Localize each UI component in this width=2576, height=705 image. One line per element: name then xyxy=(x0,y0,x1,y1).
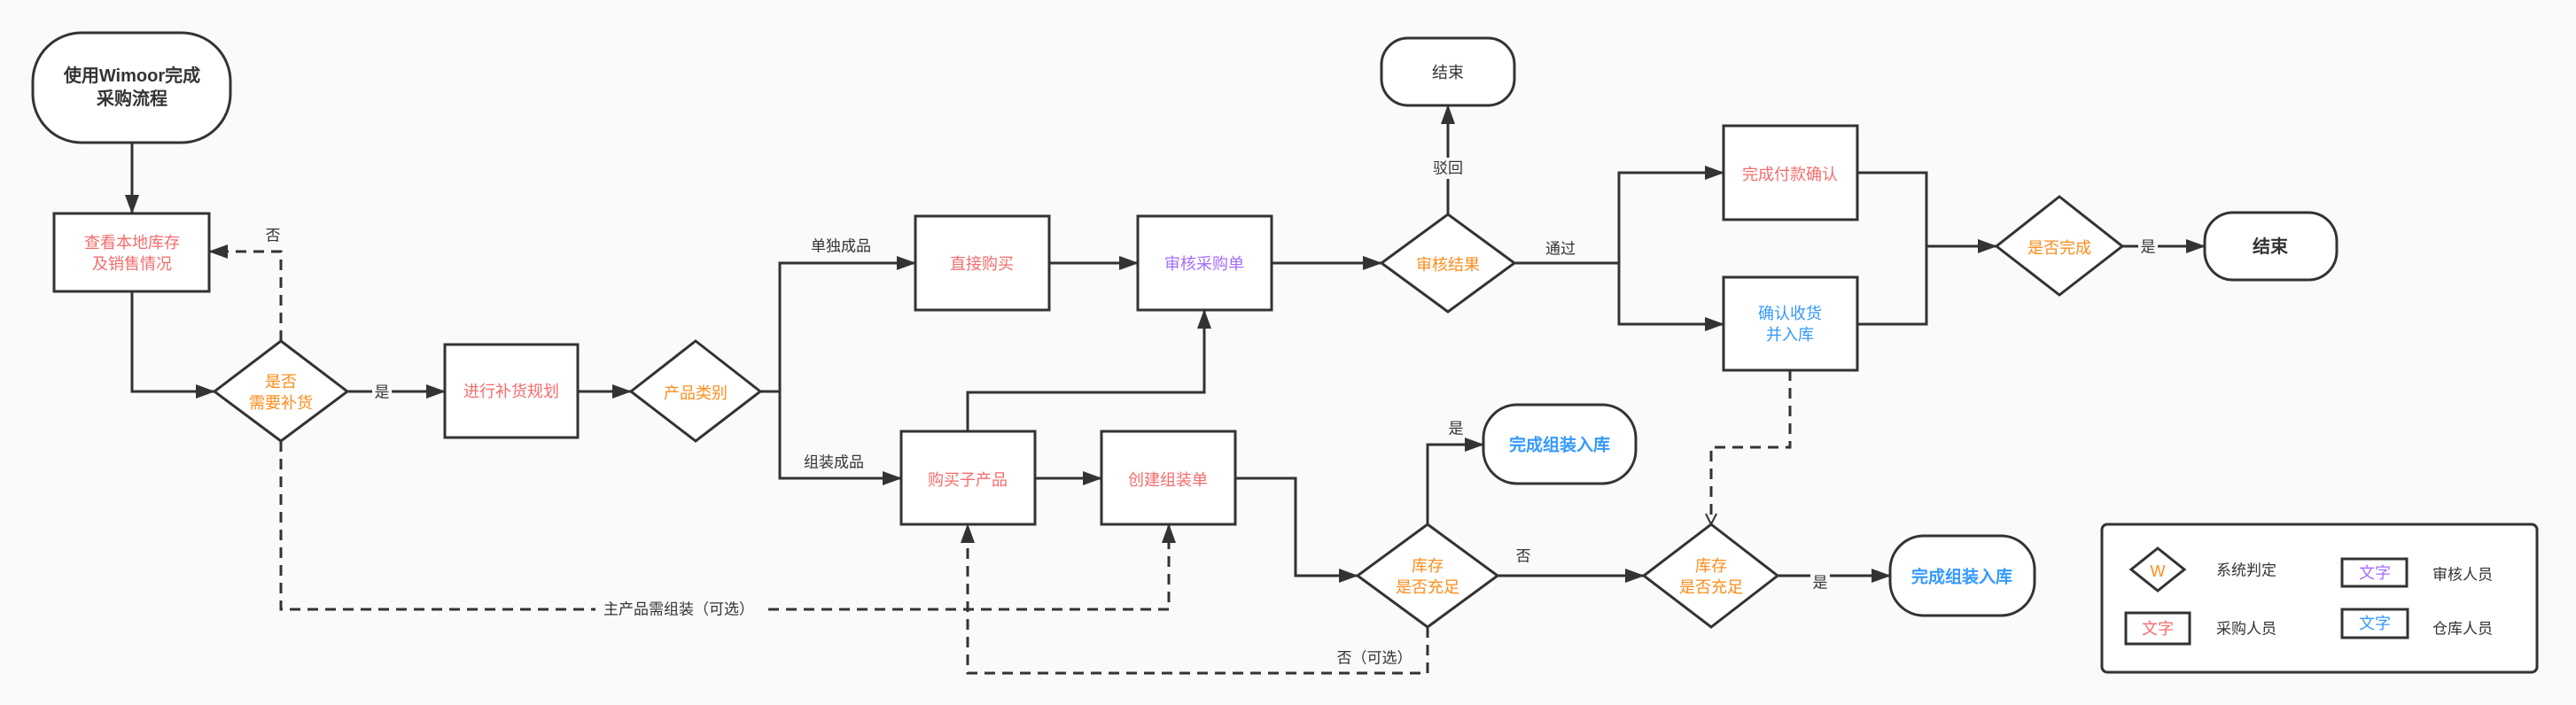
node-review-result: 审核结果 xyxy=(1379,213,1517,314)
label-approved: 通过 xyxy=(1545,241,1576,258)
label-yes: 是 xyxy=(375,384,390,401)
edge-approved-receipt xyxy=(1617,263,1724,331)
svg-text:采购流程: 采购流程 xyxy=(97,88,167,109)
node-restock-plan: 进行补货规划 xyxy=(443,343,580,439)
label-no-optional: 否（可选） xyxy=(1337,650,1413,667)
edge-receipt-stock2 xyxy=(1711,370,1792,524)
svg-text:文字: 文字 xyxy=(2359,564,2391,582)
edge-merge xyxy=(1857,171,1928,326)
node-stock-sufficient-1: 库存 是否充足 xyxy=(1355,523,1500,629)
node-end: 结束 xyxy=(2203,211,2339,282)
svg-text:是否: 是否 xyxy=(265,373,297,391)
svg-text:购买子产品: 购买子产品 xyxy=(928,471,1008,489)
node-assembly-done-1: 完成组装入库 xyxy=(1482,403,1638,485)
legend-purchaser-label: 采购人员 xyxy=(2216,621,2276,638)
edge-no-optional xyxy=(961,523,1429,675)
node-stock-sufficient-2: 库存 是否充足 xyxy=(1641,523,1780,629)
node-assembly-done-2: 完成组装入库 xyxy=(1888,534,2036,617)
svg-text:结束: 结束 xyxy=(1432,64,1464,81)
label-yes-stock: 是 xyxy=(1449,421,1464,438)
svg-text:进行补货规划: 进行补货规划 xyxy=(463,383,559,400)
svg-text:需要补货: 需要补货 xyxy=(249,394,313,412)
svg-text:库存: 库存 xyxy=(1695,557,1727,575)
svg-text:是否充足: 是否充足 xyxy=(1396,578,1459,596)
label-rejected: 驳回 xyxy=(1433,160,1463,177)
edge-single-product xyxy=(760,256,916,393)
node-create-assembly: 创建组装单 xyxy=(1100,430,1237,526)
svg-text:及销售情况: 及销售情况 xyxy=(92,255,172,273)
node-confirm-payment: 完成付款确认 xyxy=(1722,124,1859,221)
node-start: 使用Wimoor完成 采购流程 xyxy=(31,31,232,144)
edge-no-restock xyxy=(208,244,283,341)
svg-text:使用Wimoor完成: 使用Wimoor完成 xyxy=(63,65,200,86)
svg-text:结束: 结束 xyxy=(2253,236,2289,257)
svg-text:完成组装入库: 完成组装入库 xyxy=(1509,435,1610,455)
label-single-product: 单独成品 xyxy=(811,238,871,255)
svg-text:库存: 库存 xyxy=(1412,557,1444,575)
node-product-type: 产品类别 xyxy=(628,339,763,443)
legend: W 系统判定 文字 审核人员 文字 采购人员 文字 仓库人员 xyxy=(2100,523,2539,674)
node-buy-sub-products: 购买子产品 xyxy=(899,430,1037,526)
label-no: 否 xyxy=(266,228,281,244)
svg-text:审核结果: 审核结果 xyxy=(1416,256,1480,274)
svg-text:确认收货: 确认收货 xyxy=(1758,305,1822,322)
node-is-complete: 是否完成 xyxy=(1994,195,2125,297)
svg-text:W: W xyxy=(2151,562,2166,580)
svg-text:完成付款确认: 完成付款确认 xyxy=(1742,166,1838,183)
legend-diamond-icon xyxy=(2129,546,2187,593)
node-check-stock: 查看本地库存 及销售情况 xyxy=(52,212,211,293)
node-review-po: 审核采购单 xyxy=(1136,214,1273,312)
edge-labels: 否 是 单独成品 组装成品 驳回 通过 是 主产品需组装（可选） 是 否 否（可… xyxy=(262,158,2158,670)
label-yes-complete: 是 xyxy=(2141,239,2156,256)
edge-assembled-product xyxy=(778,391,902,485)
svg-text:直接购买: 直接购买 xyxy=(950,255,1014,273)
node-end-rejected: 结束 xyxy=(1380,36,1516,107)
legend-reviewer-label: 审核人员 xyxy=(2432,567,2493,584)
svg-text:创建组装单: 创建组装单 xyxy=(1128,471,1208,489)
svg-text:是否充足: 是否充足 xyxy=(1679,578,1743,596)
svg-text:文字: 文字 xyxy=(2142,620,2174,638)
edge-assembly-stock xyxy=(1235,476,1358,583)
edge-stock-yes xyxy=(1426,438,1484,524)
label-main-needs-assembly: 主产品需组装（可选） xyxy=(603,601,754,618)
legend-system-label: 系统判定 xyxy=(2216,562,2276,579)
label-yes-stock-2: 是 xyxy=(1813,575,1828,592)
svg-text:并入库: 并入库 xyxy=(1766,326,1814,344)
edge-check-decision xyxy=(130,291,215,399)
label-assembled-product: 组装成品 xyxy=(804,454,864,471)
svg-text:审核采购单: 审核采购单 xyxy=(1164,255,1244,273)
svg-text:文字: 文字 xyxy=(2359,615,2391,632)
node-need-restock: 是否 需要补货 xyxy=(212,339,350,443)
label-no-stock: 否 xyxy=(1516,548,1531,565)
node-confirm-receipt: 确认收货 并入库 xyxy=(1722,275,1859,372)
node-direct-buy: 直接购买 xyxy=(914,214,1051,312)
svg-text:完成组装入库: 完成组装入库 xyxy=(1911,567,2012,587)
edge-approved-payment xyxy=(1514,166,1724,265)
edge-sub-review xyxy=(966,309,1211,431)
svg-text:查看本地库存: 查看本地库存 xyxy=(84,234,180,252)
svg-text:是否完成: 是否完成 xyxy=(2027,239,2091,257)
legend-warehouse-label: 仓库人员 xyxy=(2432,621,2493,638)
svg-text:产品类别: 产品类别 xyxy=(664,384,728,402)
